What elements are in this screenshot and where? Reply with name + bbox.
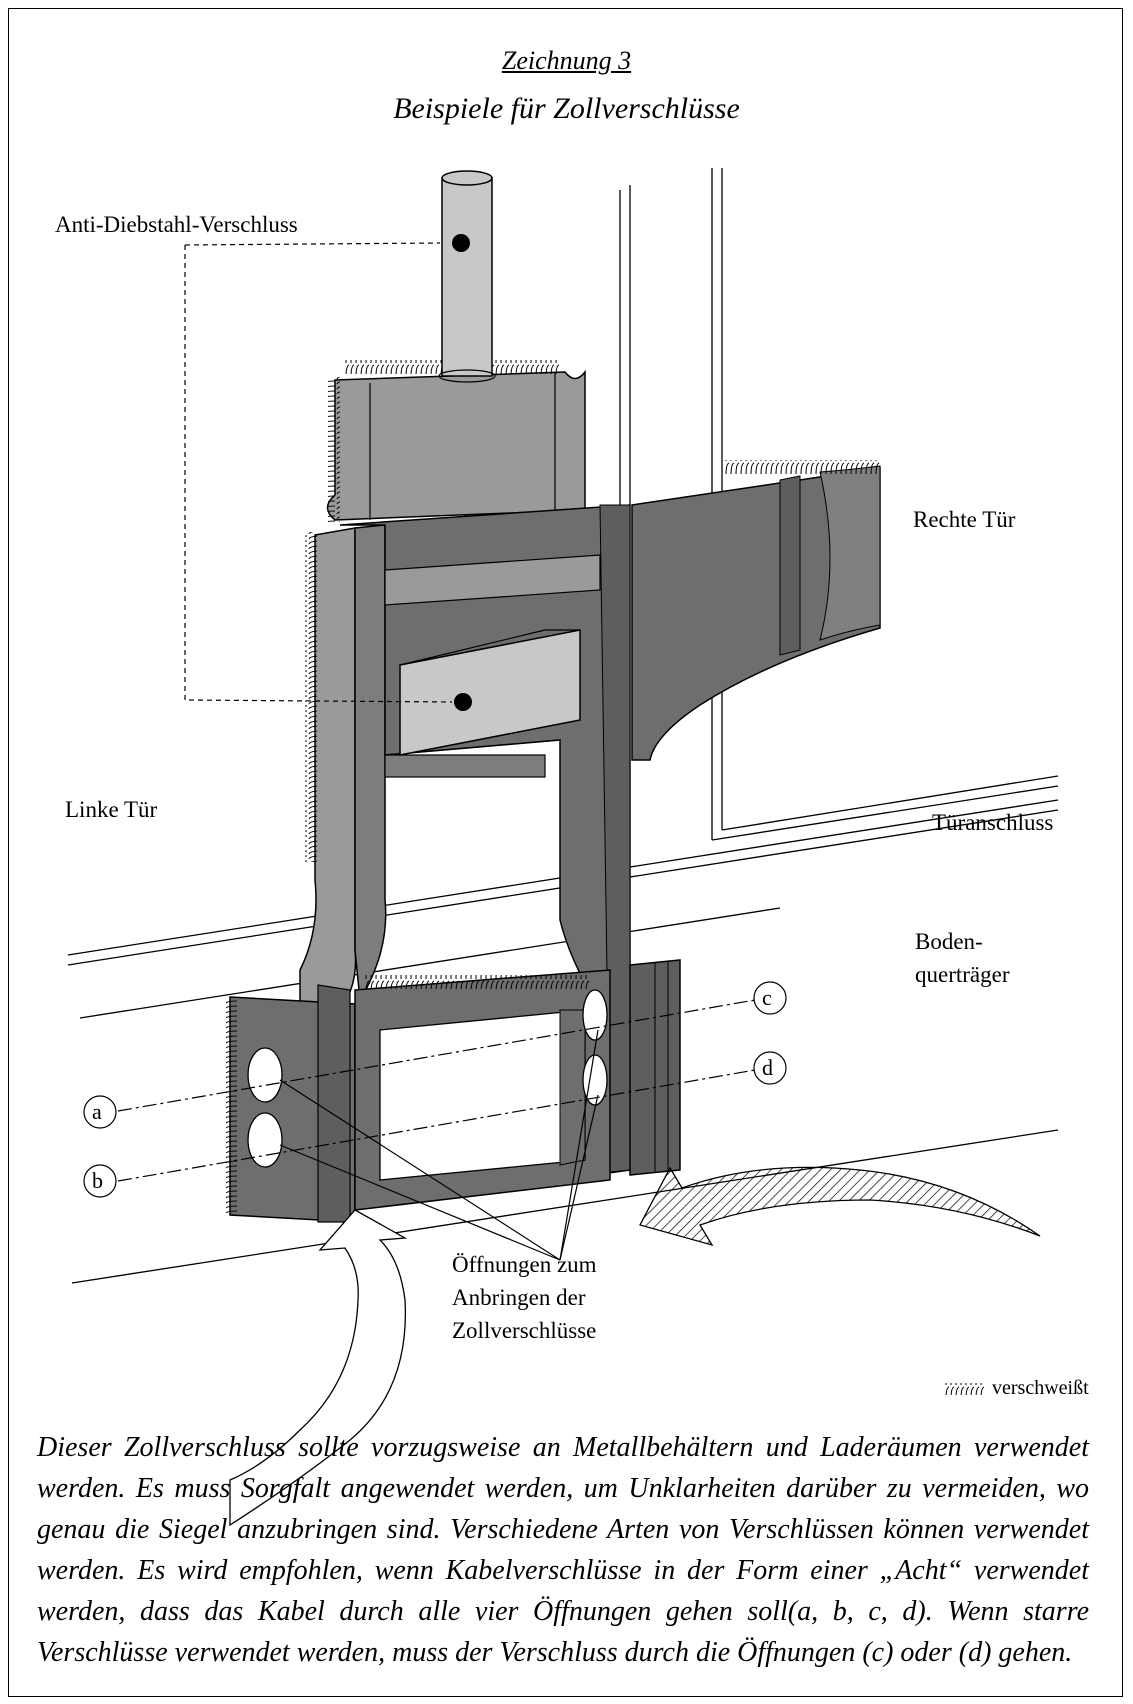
anti-theft-rod	[438, 170, 496, 383]
label-crossbeam-2: querträger	[915, 962, 1010, 987]
label-door-joint: Türanschluss	[932, 810, 1054, 835]
label-right-door: Rechte Tür	[913, 507, 1016, 532]
label-openings-2: Anbringen der	[452, 1285, 586, 1310]
label-openings-3: Zollverschlüsse	[452, 1318, 597, 1343]
drawing-number: Zeichnung 3	[501, 46, 632, 75]
label-left-door: Linke Tür	[65, 797, 158, 822]
page-frame	[8, 8, 1123, 1697]
caption-paragraph: Dieser Zollverschluss sollte vorzugsweis…	[37, 1432, 1089, 1668]
drawing-title: Beispiele für Zollverschlüsse	[393, 92, 740, 125]
hatched-arrows	[229, 1166, 1041, 1527]
hole-label-b: b	[92, 1168, 103, 1193]
hole-label-d: d	[762, 1055, 773, 1080]
weld-legend-symbol	[945, 1383, 985, 1395]
leader-lines	[117, 242, 756, 1261]
hole-label-c: c	[762, 985, 772, 1010]
label-openings-1: Öffnungen zum	[452, 1252, 597, 1277]
inner-seal-block	[399, 629, 581, 756]
label-crossbeam-1: Boden-	[915, 929, 983, 954]
hole-label-circles	[83, 981, 787, 1198]
hole-label-a: a	[92, 1099, 102, 1124]
bottom-bracket	[226, 959, 681, 1223]
label-anti-theft-seal: Anti-Diebstahl-Verschluss	[55, 212, 298, 237]
right-door-bar	[631, 460, 881, 761]
upper-block	[326, 360, 586, 522]
legend-welded-label: verschweißt	[992, 1377, 1089, 1399]
